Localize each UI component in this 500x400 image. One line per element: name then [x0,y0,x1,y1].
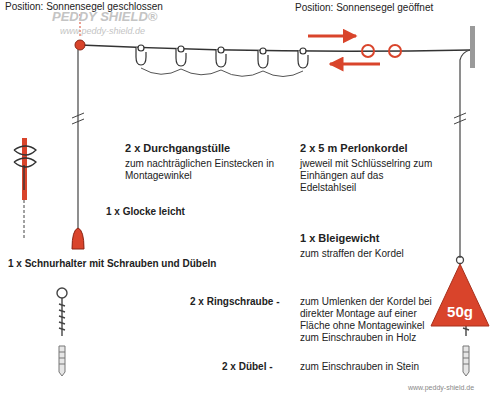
watermark-url: www.peddy-shield.de [60,26,145,37]
ring-screw [57,288,67,336]
cord [77,50,78,228]
cord-ball [75,40,85,50]
cord [460,50,470,258]
bell [72,228,84,249]
part-name: 1 x Bleigewicht [300,232,379,245]
key-ring [362,45,374,57]
break-mark [454,113,466,124]
watermark-logo: PEDDY SHIELD® [52,9,157,25]
direction-arrow [330,63,380,66]
cord-holder [14,138,36,240]
part-name: 1 x Glocke leicht [106,206,185,218]
part-name: 1 x Schnurhalter mit Schrauben und Dübel… [8,258,216,270]
part-name: 2 x Durchgangstülle [125,142,230,155]
watermark-url: www.peddy-shield.de [408,384,474,392]
part-note: zum Umlenken der Kordel bei direkter Mon… [300,296,435,344]
direction-arrow [308,35,356,38]
part-note: zum nachträglichen Einstecken in Montage… [125,158,275,182]
part-note: jweweil mit Schlüsselring zum Einhängen … [300,158,440,194]
part-name: 2 x Ringschraube - [190,296,279,308]
dowel [59,346,469,376]
weight-label: 50g [430,303,490,320]
sail-clips [136,45,308,68]
part-note: zum straffen der Kordel [300,248,404,260]
wall-plate [470,26,475,68]
position-heading: Position: Sonnensegel geöffnet [295,2,433,14]
cord-loop [141,68,303,77]
part-name: 2 x Dübel - [222,361,273,373]
steel-wire [80,45,470,51]
part-note: zum Einschrauben in Stein [300,361,419,373]
key-ring [389,45,401,57]
lead-weight: 50g [430,255,490,327]
part-name: 2 x 5 m Perlonkordel [300,142,408,155]
break-mark [72,113,84,124]
